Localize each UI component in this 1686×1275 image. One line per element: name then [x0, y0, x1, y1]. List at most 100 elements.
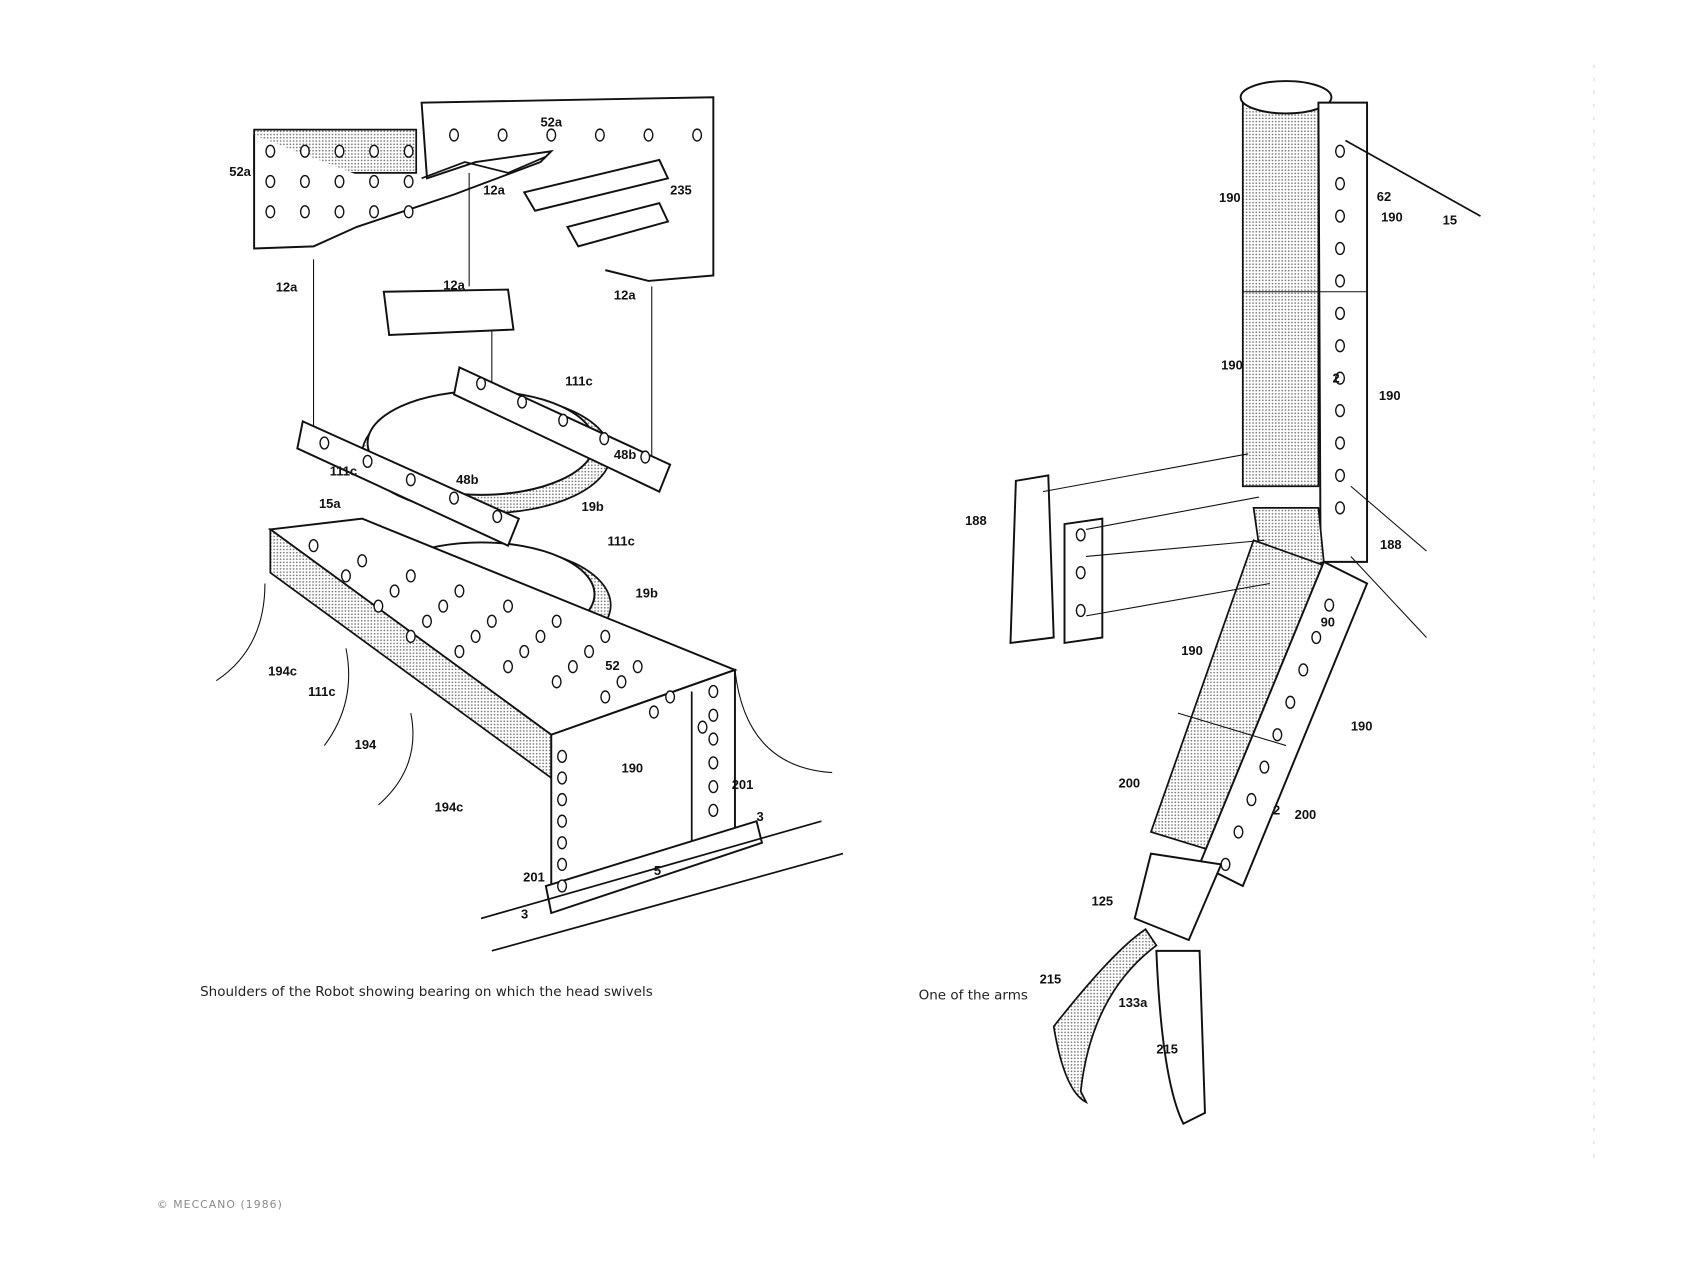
- hole-mark: [448, 491, 460, 505]
- hole-mark: [1335, 403, 1346, 418]
- hole-mark: [632, 660, 643, 674]
- part-label: 12a: [443, 278, 465, 293]
- hole-mark: [708, 756, 719, 770]
- part-label: 190: [1181, 643, 1203, 658]
- hole-mark: [640, 450, 651, 464]
- part-label: 3: [757, 809, 764, 824]
- hole-mark: [1335, 177, 1346, 191]
- hole-mark: [616, 675, 627, 689]
- part-label: 190: [621, 761, 643, 776]
- hole-mark: [1335, 274, 1346, 288]
- hole-mark: [557, 749, 568, 764]
- hole-mark: [1246, 792, 1257, 807]
- hole-mark: [692, 128, 703, 142]
- hole-mark: [486, 614, 497, 628]
- hole-mark: [1298, 663, 1309, 677]
- hole-mark: [708, 732, 719, 746]
- hole-mark: [308, 539, 319, 553]
- part-label: 52a: [229, 164, 251, 179]
- hole-mark: [1335, 144, 1346, 158]
- left-figure-caption: Shoulders of the Robot showing bearing o…: [200, 984, 653, 1000]
- hole-mark: [551, 614, 562, 628]
- hole-mark: [334, 144, 345, 158]
- hole-mark: [648, 705, 659, 719]
- hole-mark: [557, 771, 568, 785]
- part-label: 201: [523, 870, 545, 885]
- part-label: 12a: [483, 182, 505, 197]
- hole-mark: [369, 144, 380, 158]
- shoulders-illustration: [216, 96, 844, 952]
- part-label: 19b: [636, 586, 658, 601]
- hole-mark: [1335, 241, 1346, 256]
- hole-mark: [1259, 760, 1270, 774]
- hole-mark: [299, 144, 310, 158]
- hole-mark: [369, 205, 380, 219]
- part-label: 190: [1379, 388, 1401, 403]
- hole-mark: [1311, 630, 1322, 645]
- hole-mark: [1335, 371, 1346, 385]
- hole-mark: [1335, 501, 1346, 515]
- hole-mark: [519, 644, 530, 659]
- part-label: 194c: [435, 799, 464, 814]
- hole-mark: [470, 629, 481, 644]
- hole-mark: [1075, 603, 1086, 618]
- hole-mark: [492, 509, 503, 524]
- hole-mark: [421, 614, 433, 628]
- part-label: 52a: [540, 114, 562, 129]
- hole-mark: [497, 128, 508, 142]
- hole-mark: [558, 413, 569, 427]
- part-label: 133a: [1119, 995, 1149, 1010]
- hole-mark: [708, 708, 719, 722]
- hole-mark: [319, 436, 330, 450]
- hole-mark: [1075, 566, 1086, 580]
- part-label: 12a: [614, 287, 636, 302]
- hole-mark: [1075, 528, 1086, 542]
- hole-mark: [1335, 209, 1346, 223]
- hole-mark: [403, 205, 414, 219]
- hole-mark: [299, 205, 310, 219]
- hole-mark: [594, 128, 605, 142]
- part-label: 2: [1332, 371, 1339, 386]
- part-label: 201: [732, 777, 754, 792]
- hole-mark: [438, 599, 449, 613]
- part-label: 48b: [614, 447, 636, 462]
- hole-mark: [584, 644, 595, 659]
- hole-mark: [448, 128, 460, 142]
- hole-mark: [405, 473, 416, 487]
- hole-mark: [557, 857, 568, 872]
- hole-mark: [517, 395, 528, 409]
- hole-mark: [1285, 695, 1296, 709]
- hole-mark: [454, 584, 465, 598]
- part-label: 200: [1295, 807, 1317, 822]
- hole-mark: [334, 205, 345, 219]
- hole-mark: [405, 569, 416, 583]
- hole-mark: [600, 690, 611, 704]
- part-label: 48b: [456, 472, 478, 487]
- part-label: 19b: [582, 499, 604, 514]
- hole-mark: [369, 174, 380, 189]
- hole-mark: [1335, 468, 1346, 483]
- hole-mark: [403, 174, 414, 189]
- part-label: 2: [1273, 803, 1280, 818]
- part-label: 235: [670, 182, 692, 197]
- part-label: 62: [1377, 189, 1391, 204]
- hole-mark: [334, 174, 345, 189]
- copyright-footer: © MECCANO (1986): [157, 1198, 283, 1211]
- hole-mark: [389, 584, 400, 598]
- hole-mark: [403, 144, 414, 158]
- hole-mark: [362, 454, 373, 469]
- part-label: 215: [1156, 1041, 1178, 1056]
- hole-mark: [1272, 728, 1283, 742]
- hole-mark: [557, 836, 568, 850]
- hole-mark: [599, 432, 610, 446]
- hole-mark: [557, 814, 568, 828]
- part-label: 190: [1351, 718, 1373, 733]
- hole-mark: [357, 554, 368, 568]
- part-label: 194c: [268, 663, 297, 678]
- hole-mark: [1233, 825, 1244, 839]
- hole-mark: [697, 720, 708, 734]
- part-label: 15: [1443, 213, 1457, 228]
